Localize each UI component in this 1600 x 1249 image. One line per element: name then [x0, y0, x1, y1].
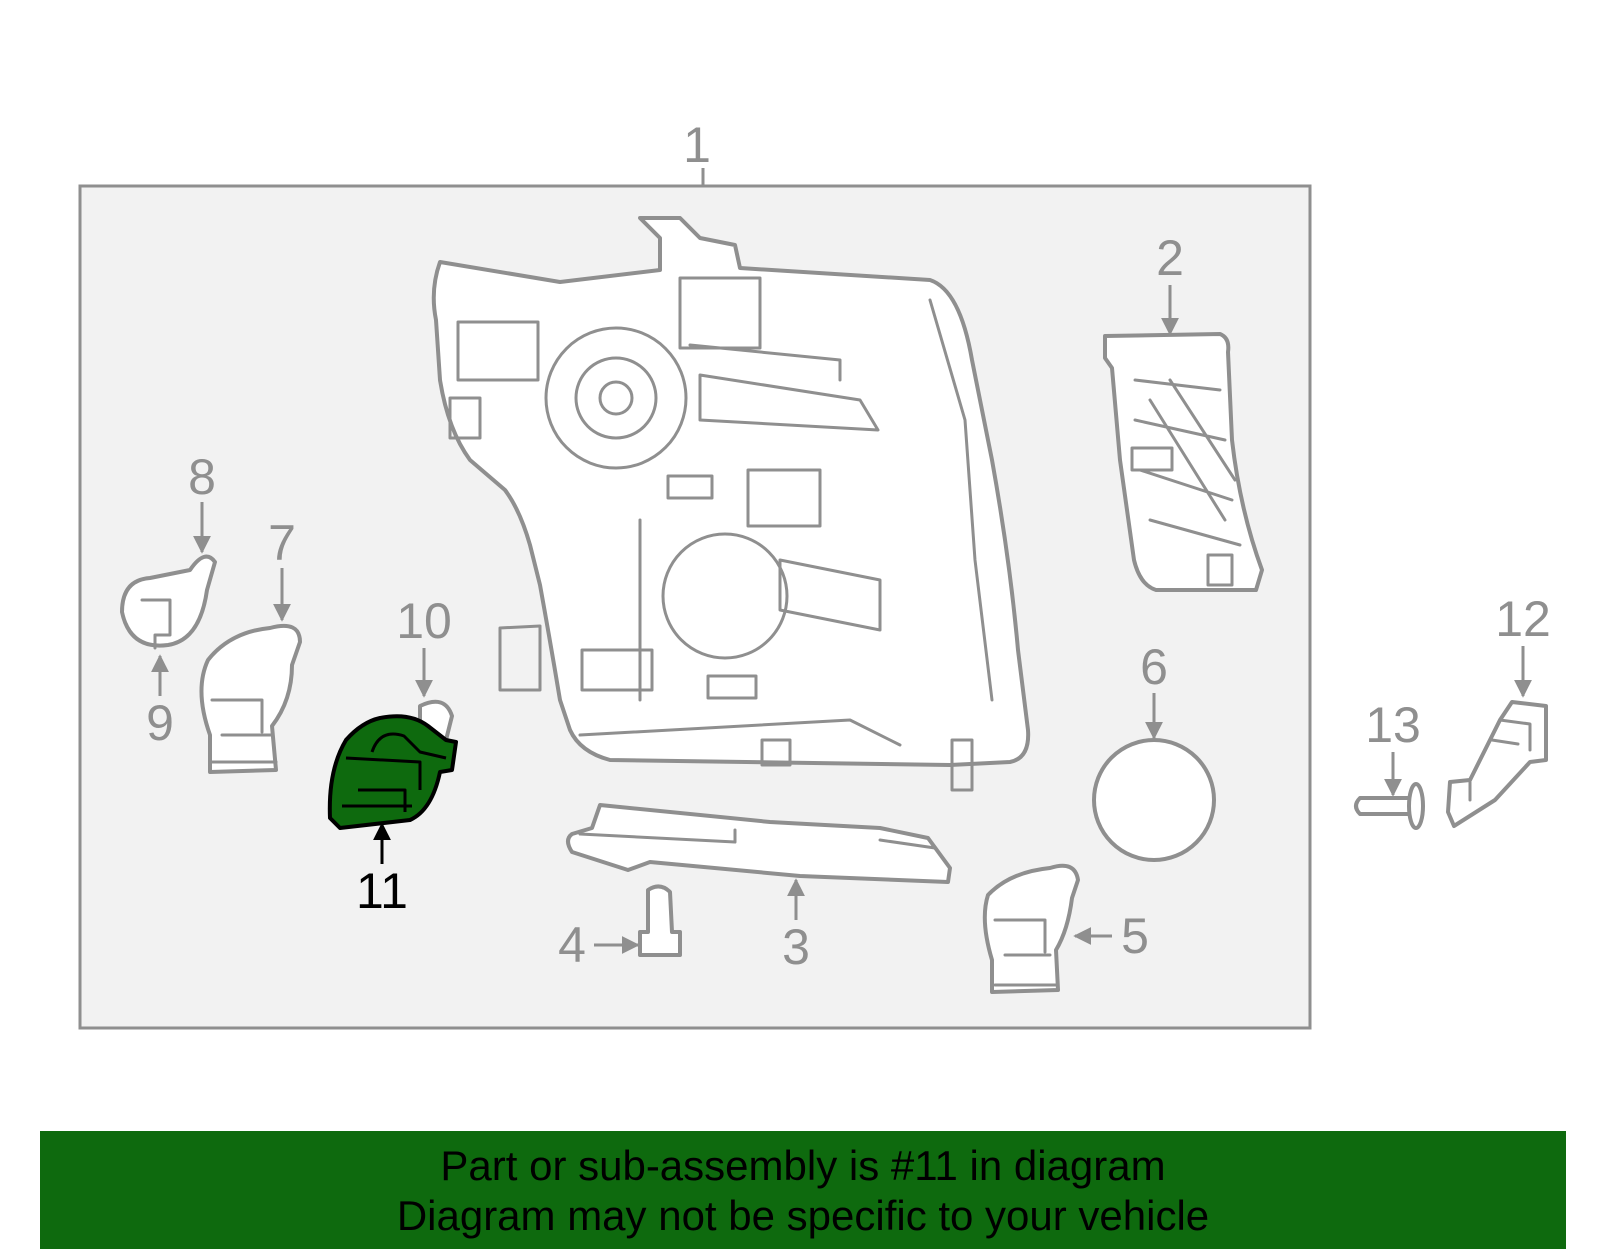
- housing-clip-left: [498, 624, 542, 692]
- callout-1: 1: [683, 117, 711, 173]
- bracket-lattice-1: [1133, 378, 1242, 547]
- callout-2: 2: [1156, 230, 1184, 286]
- housing-vertical-wall-2: [928, 298, 994, 702]
- callout-3: 3: [782, 919, 810, 975]
- banner-line-1: Part or sub-assembly is #11 in diagram: [440, 1142, 1166, 1189]
- lower-trim-strip: [566, 803, 952, 884]
- push-pin: [1354, 782, 1425, 830]
- push-pin-head: [1407, 782, 1425, 830]
- part-11-detail: [342, 732, 447, 812]
- highlighted-part-11[interactable]: [327, 699, 458, 830]
- callout-7: 7: [268, 515, 296, 571]
- housing-rib-1: [698, 373, 880, 432]
- callout-8: 8: [188, 449, 216, 505]
- housing-block-left: [456, 320, 540, 382]
- callout-5: 5: [1121, 908, 1149, 964]
- callout-10: 10: [396, 593, 452, 649]
- bulb-8-detail: [140, 598, 172, 650]
- housing-slot-b: [706, 674, 758, 700]
- housing-rib-3: [688, 343, 842, 382]
- socket-7-detail: [208, 698, 278, 764]
- bulb-socket-7: [199, 623, 302, 774]
- part-11-body[interactable]: [327, 714, 458, 830]
- bracket-tab: [1206, 553, 1234, 587]
- callout-12: 12: [1495, 591, 1551, 647]
- housing-tab-left: [448, 396, 482, 440]
- retaining-clip: [638, 884, 682, 957]
- housing-rib-2: [778, 558, 882, 632]
- housing-block-center: [746, 468, 822, 528]
- callout-4: 4: [558, 917, 586, 973]
- callout-9: 9: [146, 695, 174, 751]
- bracket-connector: [1130, 446, 1174, 472]
- housing-slot-c: [580, 648, 654, 692]
- projector-lens: [598, 380, 634, 416]
- info-banner: Part or sub-assembly is #11 in diagram D…: [40, 1131, 1566, 1249]
- bulb-8: [120, 554, 217, 650]
- projector-outer-ring: [544, 326, 688, 470]
- housing-slot-a: [666, 474, 714, 500]
- housing-lower-rim: [578, 718, 902, 747]
- bulb-socket-5: [982, 863, 1080, 994]
- callout-11: 11: [356, 863, 408, 919]
- housing-foot-mid: [760, 738, 792, 767]
- headlamp-housing: [431, 216, 1031, 792]
- mounting-bracket-detail: [1468, 718, 1532, 802]
- lower-reflector: [661, 532, 789, 660]
- housing-foot-right: [950, 738, 974, 792]
- side-bracket: [1103, 332, 1264, 592]
- trim-groove: [578, 828, 937, 850]
- socket-5-detail: [993, 918, 1060, 987]
- callout-13: 13: [1365, 697, 1421, 753]
- banner-line-2: Diagram may not be specific to your vehi…: [396, 1192, 1210, 1239]
- mounting-bracket: [1446, 700, 1548, 828]
- callout-6: 6: [1140, 639, 1168, 695]
- dust-cap: [1092, 738, 1216, 862]
- projector-inner-ring: [574, 356, 658, 440]
